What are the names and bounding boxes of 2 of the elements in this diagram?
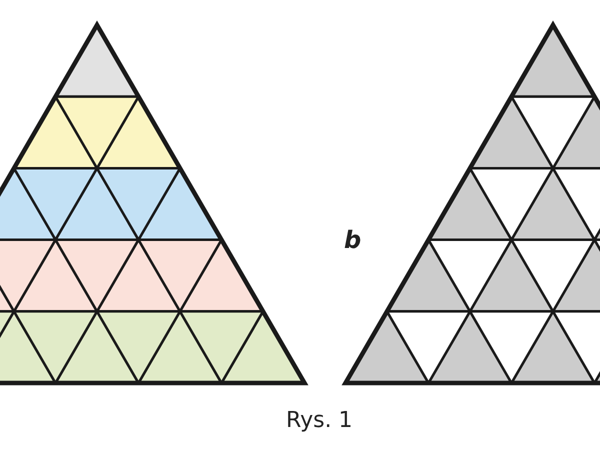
figure-caption: Rys. 1 (286, 408, 353, 433)
panel-label: b (344, 226, 362, 254)
